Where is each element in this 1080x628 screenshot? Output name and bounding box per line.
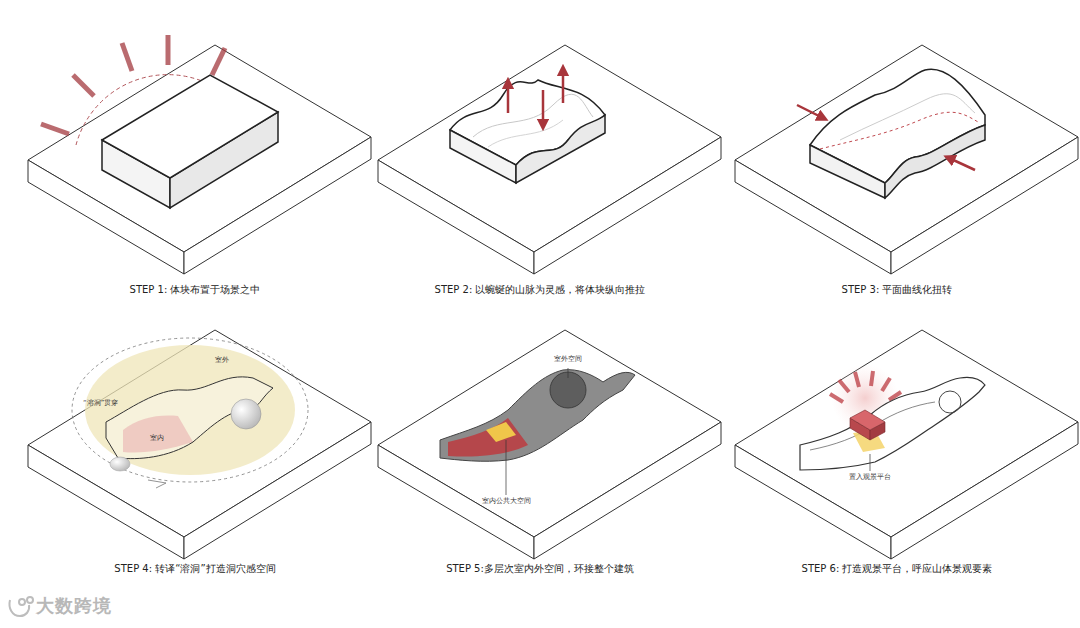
art-line (855, 372, 859, 387)
callout-label: 室内 (150, 434, 164, 442)
art-polygon (102, 75, 278, 178)
push-pull-arrows (508, 70, 563, 125)
step4-panel (28, 330, 371, 559)
orbit-arrow (148, 480, 166, 488)
art-path (473, 94, 593, 137)
art-line (507, 83, 510, 113)
step-caption: STEP 1: 体块布置于场景之中 (130, 284, 261, 296)
cave-sphere (231, 399, 261, 429)
site-slab (28, 330, 371, 559)
site-slab (378, 330, 721, 559)
art-polygon (810, 145, 885, 198)
art-line (562, 70, 565, 103)
watermark: 大数跨境 (36, 595, 112, 617)
art-line (41, 124, 69, 134)
watermark-logo (9, 597, 33, 616)
wavy-mass (450, 80, 605, 183)
art-polygon (450, 130, 516, 183)
art-line (212, 48, 225, 75)
callout-label: “溶洞”贯穿 (83, 399, 118, 407)
inner-ring (939, 391, 961, 413)
art-path (885, 125, 985, 198)
step-caption: STEP 4: 转译“溶洞”打造洞穴感空间 (114, 563, 275, 575)
art-circle (27, 597, 33, 603)
outdoor-shell (440, 370, 635, 462)
twist-arrows (797, 105, 975, 170)
step2-panel (378, 45, 721, 274)
step5-panel (378, 330, 721, 559)
cave-orbit (72, 338, 308, 482)
leader-line (506, 440, 507, 495)
art-polygon (850, 410, 885, 430)
callout-label: 室外 (215, 356, 229, 364)
cave-field (85, 345, 295, 475)
callout-label: 室外空间 (554, 355, 582, 363)
step-caption: STEP 6: 打造观景平台，呼应山体景观要素 (802, 563, 993, 575)
art-path (516, 115, 605, 183)
site-slab (378, 45, 721, 274)
light-patch (486, 422, 516, 442)
step-caption: STEP 5:多层次室内外空间，环接整个建筑 (446, 563, 634, 575)
view-rays (830, 371, 901, 402)
cave-sphere (110, 457, 130, 471)
cave-building (106, 377, 273, 459)
art-line (542, 90, 545, 125)
art-line (166, 35, 171, 65)
art-circle (19, 599, 25, 605)
art-line (73, 75, 94, 96)
art-line (797, 105, 823, 118)
art-line (839, 380, 849, 392)
step-caption: STEP 3: 平面曲线化扭转 (842, 284, 953, 296)
outline-building (800, 377, 985, 470)
viewing-platform (850, 410, 885, 440)
site-slab (735, 330, 1078, 559)
callout-label: 置入观景平台 (849, 473, 891, 481)
art-path (840, 94, 975, 140)
site-slab (735, 45, 1078, 274)
art-line (871, 371, 873, 386)
art-line (882, 378, 890, 391)
art-line (949, 158, 975, 170)
art-path (9, 600, 29, 616)
art-line (122, 43, 132, 71)
leader-line (870, 454, 871, 471)
art-path (820, 112, 980, 149)
step-caption: STEP 2: 以蜿蜒的山脉为灵感，将体块纵向推拉 (435, 284, 646, 296)
step6-panel (735, 330, 1078, 559)
art-line (830, 394, 843, 402)
step1-panel (28, 35, 371, 274)
step3-panel (735, 45, 1078, 274)
twisted-mass (810, 69, 985, 198)
indoor-hall (448, 418, 528, 457)
leader-line (568, 368, 569, 378)
building-mass (102, 75, 278, 208)
art-path (488, 120, 563, 147)
callout-label: 室内公共大空间 (482, 497, 531, 505)
site-slab (28, 45, 371, 274)
